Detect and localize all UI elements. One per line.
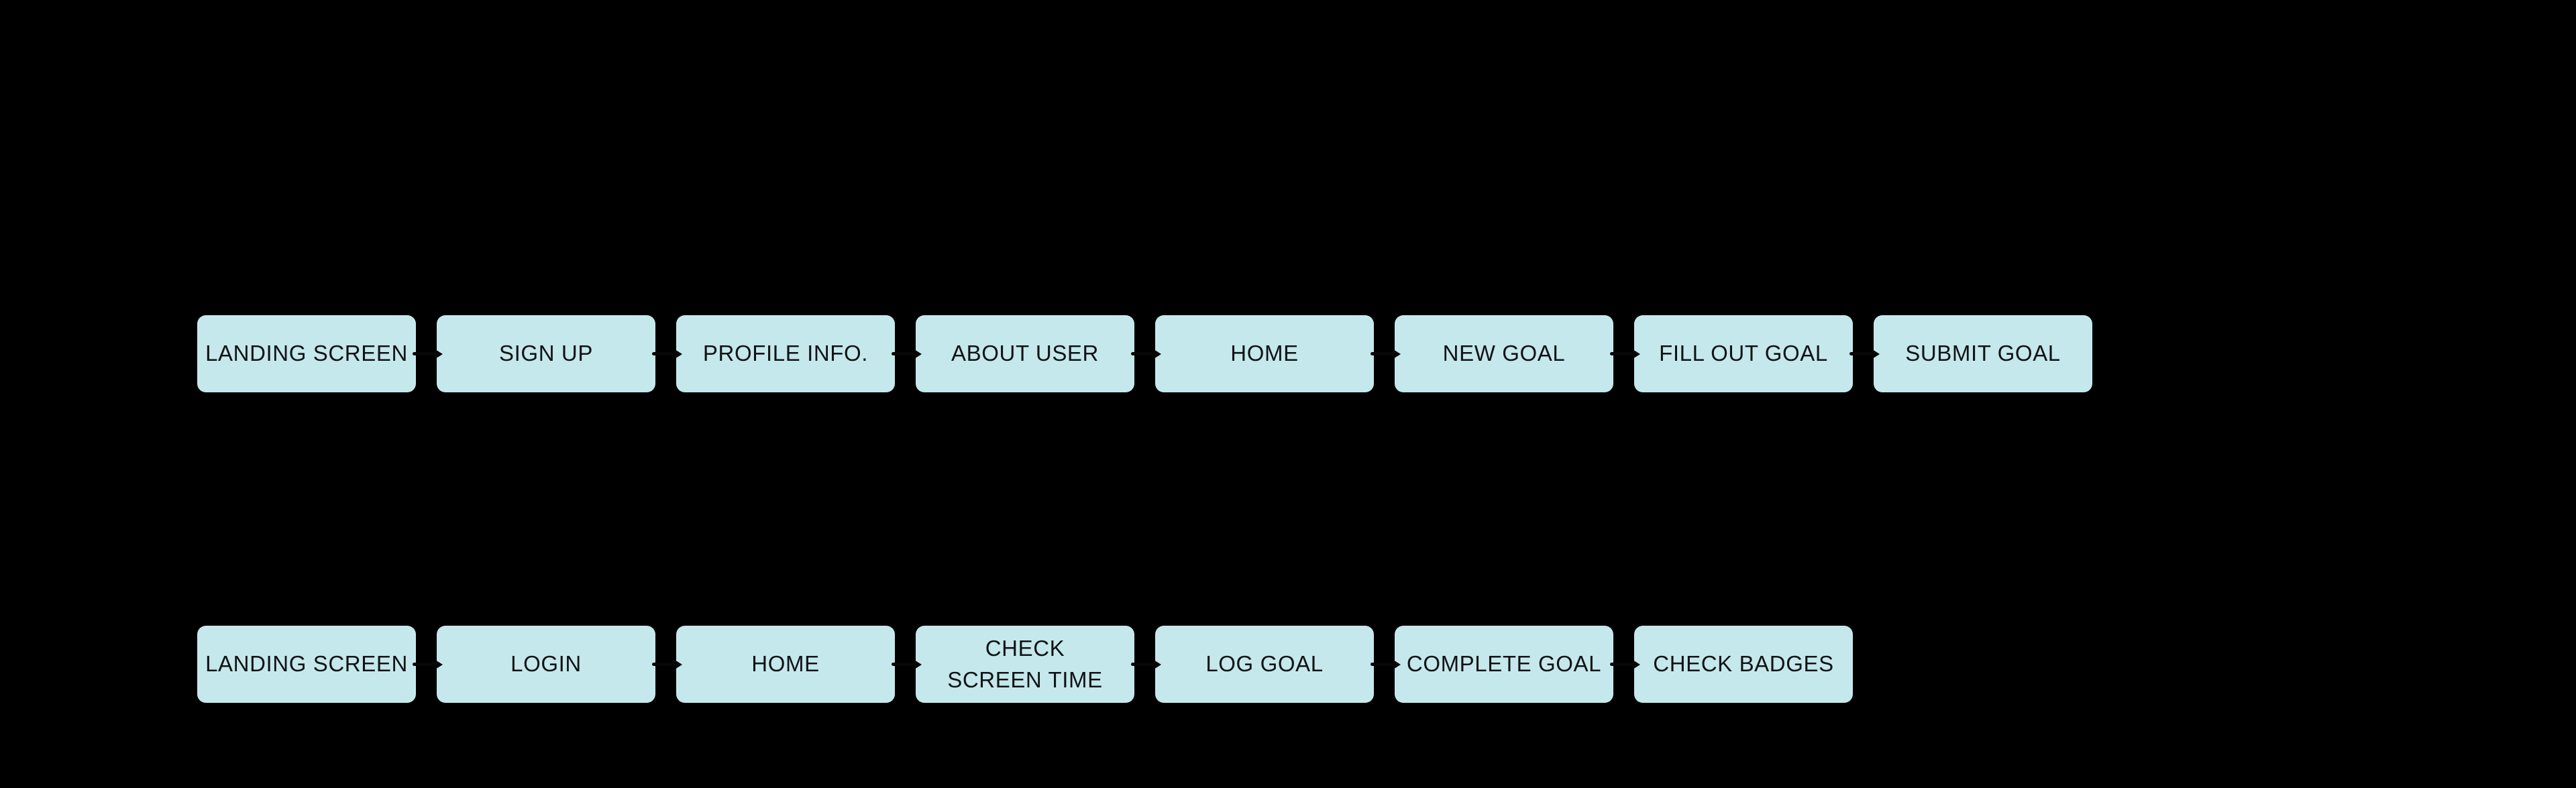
flow-arrow-line [1610,663,1636,666]
flow-arrow [1371,626,1401,703]
flow-arrow [1610,315,1640,392]
flow-step-node: HOME [1155,315,1374,392]
flow-step-node: PROFILE INFO. [676,315,895,392]
flow-arrowhead-icon [675,349,682,359]
flow-arrowhead-icon [1154,349,1161,359]
flow-step-label: COMPLETE GOAL [1406,651,1602,677]
flow-step-node: COMPLETE GOAL [1395,626,1613,703]
flow-step-label: CHECK SCREEN TIME [947,635,1103,692]
user-flow-row-1: LANDING SCREEN SIGN UP PROFILE INFO. ABOUT … [197,315,2092,392]
flow-step-label: HOME [751,651,820,677]
flow-step-label: FILL OUT GOAL [1659,341,1828,366]
flow-step-node: LOG GOAL [1155,626,1374,703]
flow-arrow [652,315,682,392]
flow-arrow [413,626,443,703]
flow-step-node: CHECK BADGES [1634,626,1853,703]
flow-arrow [1371,315,1401,392]
flow-arrowhead-icon [435,659,443,669]
flow-arrowhead-icon [435,349,443,359]
user-flow-row-2: LANDING SCREEN LOGIN HOME CHECK SCREEN TIME… [197,626,1853,703]
flow-arrowhead-icon [1633,349,1640,359]
flow-step-label: SIGN UP [499,341,593,366]
flow-arrowhead-icon [914,349,922,359]
flow-arrow-line [1610,352,1636,355]
flow-step-label: LOG GOAL [1205,651,1324,677]
flow-step-label: CHECK BADGES [1653,651,1834,677]
flow-arrow-line [652,352,678,355]
flow-arrowhead-icon [1633,659,1640,669]
flow-step-label: LANDING SCREEN [205,651,408,677]
flow-arrow-line [1131,352,1157,355]
flow-step-node: CHECK SCREEN TIME [916,626,1134,703]
flow-arrowhead-icon [1393,349,1401,359]
flow-step-node: SIGN UP [437,315,655,392]
flow-step-node: LANDING SCREEN [197,626,416,703]
flow-step-node: HOME [676,626,895,703]
flow-arrow [652,626,682,703]
flow-step-label: HOME [1230,341,1299,366]
flow-arrow [1610,626,1640,703]
flow-step-node: LOGIN [437,626,655,703]
flow-step-node: ABOUT USER [916,315,1134,392]
flow-step-label: LOGIN [511,651,582,677]
flow-arrow-line [1849,352,1876,355]
flow-arrowhead-icon [675,659,682,669]
flow-arrow-line [1371,663,1397,666]
flow-arrow-line [413,352,439,355]
flow-step-node: NEW GOAL [1395,315,1613,392]
flow-step-label: PROFILE INFO. [702,341,869,366]
flow-arrowhead-icon [1872,349,1880,359]
flow-arrow-line [652,663,678,666]
flow-arrow-line [892,663,918,666]
flow-step-label: SUBMIT GOAL [1905,341,2061,366]
flow-arrow [1131,626,1161,703]
flow-step-node: FILL OUT GOAL [1634,315,1853,392]
flow-arrow [892,626,922,703]
flow-arrow [413,315,443,392]
flow-arrow-line [1371,352,1397,355]
flow-arrow-line [413,663,439,666]
flow-step-label: ABOUT USER [951,341,1099,366]
flow-arrowhead-icon [914,659,922,669]
flow-step-node: LANDING SCREEN [197,315,416,392]
flow-step-label: NEW GOAL [1442,341,1566,366]
flow-arrowhead-icon [1154,659,1161,669]
flow-arrow [1131,315,1161,392]
flow-arrow-line [892,352,918,355]
flow-step-node: SUBMIT GOAL [1874,315,2092,392]
flow-step-label: LANDING SCREEN [205,341,408,366]
flow-arrow-line [1131,663,1157,666]
flow-arrow [1849,315,1880,392]
flow-arrow [892,315,922,392]
flow-arrowhead-icon [1393,659,1401,669]
